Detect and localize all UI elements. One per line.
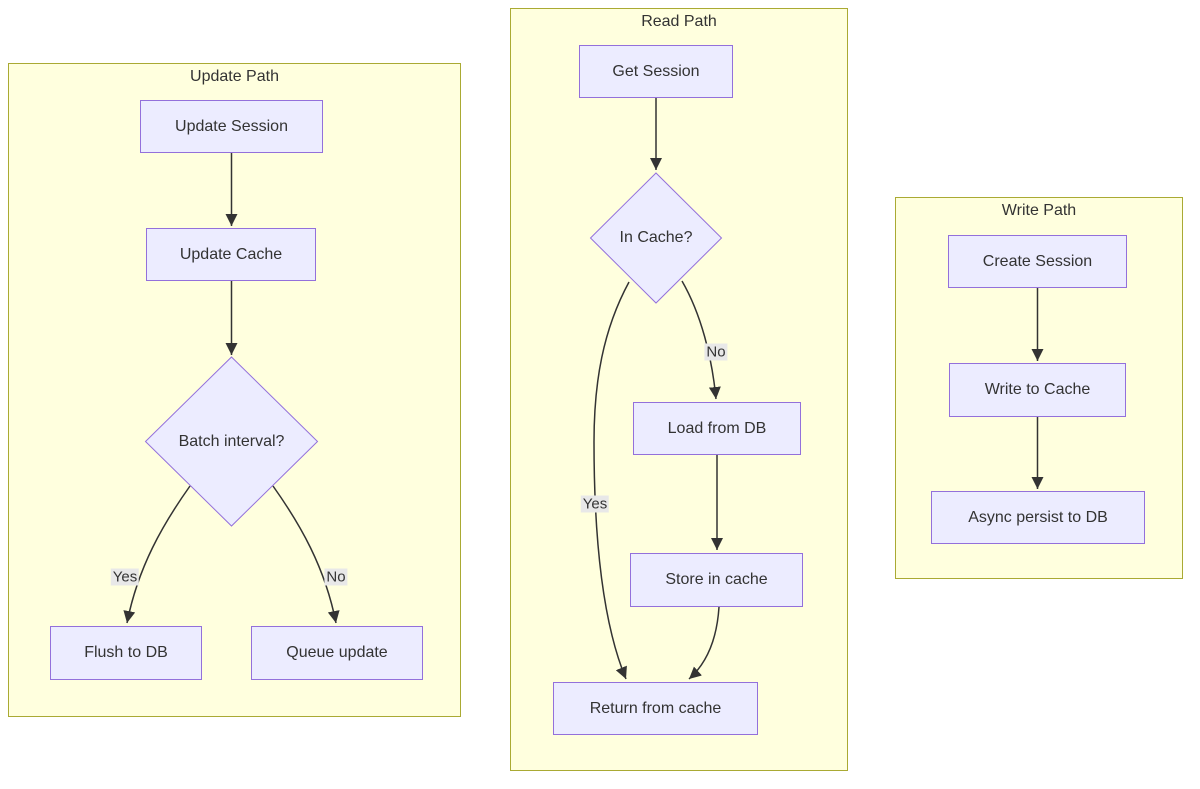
edge-store-cache-to-return-cache xyxy=(688,606,720,680)
node-queue-update: Queue update xyxy=(251,626,423,680)
edge-in-cache-yes-to-return-cache xyxy=(593,281,630,680)
node-update-cache: Update Cache xyxy=(146,228,316,281)
edge-label-update-yes: Yes xyxy=(110,568,140,586)
cluster-write-path-title: Write Path xyxy=(1001,202,1077,219)
edge-in-cache-no-to-load-db xyxy=(681,280,721,400)
node-load-from-db: Load from DB xyxy=(633,402,801,455)
node-get-session: Get Session xyxy=(579,45,733,98)
decision-diamond-in-cache xyxy=(589,172,723,304)
node-flush-to-db: Flush to DB xyxy=(50,626,202,680)
edge-batch-yes-to-flush-db xyxy=(123,485,191,624)
cluster-read-path: Read Path xyxy=(510,8,848,771)
node-async-persist-to-db: Async persist to DB xyxy=(931,491,1145,544)
decision-diamond-batch-interval xyxy=(144,356,319,527)
node-batch-interval-label: Batch interval? xyxy=(178,432,285,450)
edge-label-read-no: No xyxy=(704,343,728,361)
node-in-cache-label: In Cache? xyxy=(619,229,693,246)
cluster-update-path-title: Update Path xyxy=(190,68,279,85)
node-return-from-cache: Return from cache xyxy=(553,682,758,735)
node-update-session: Update Session xyxy=(140,100,323,153)
edge-batch-no-to-queue-update xyxy=(272,485,340,624)
node-store-in-cache: Store in cache xyxy=(630,553,803,607)
node-create-session: Create Session xyxy=(948,235,1127,288)
edge-label-update-no: No xyxy=(324,568,348,586)
cluster-read-path-title: Read Path xyxy=(641,13,717,30)
node-write-to-cache: Write to Cache xyxy=(949,363,1126,417)
edge-label-read-yes: Yes xyxy=(580,495,610,513)
